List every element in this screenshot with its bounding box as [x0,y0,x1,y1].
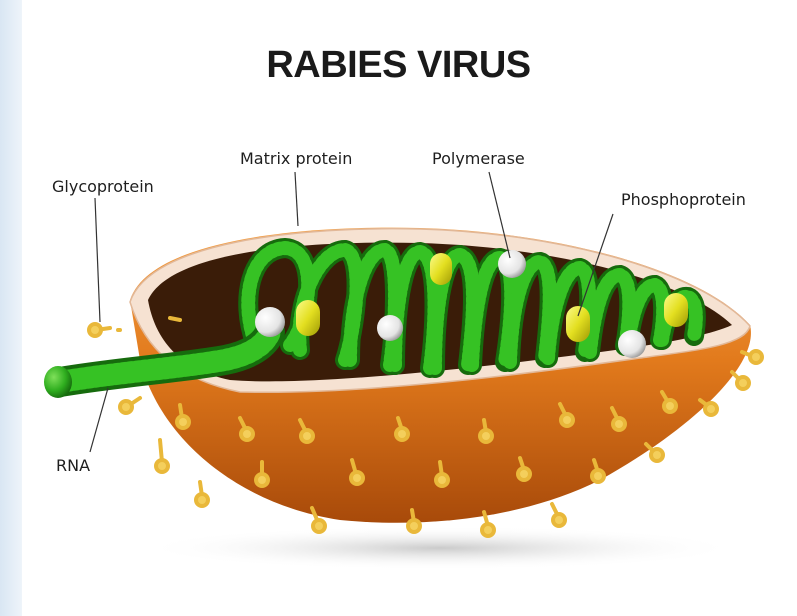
ground-shadow [140,526,740,570]
leader-matrix-protein [295,172,298,226]
leader-glycoprotein [95,198,100,322]
leader-rna [90,388,108,452]
